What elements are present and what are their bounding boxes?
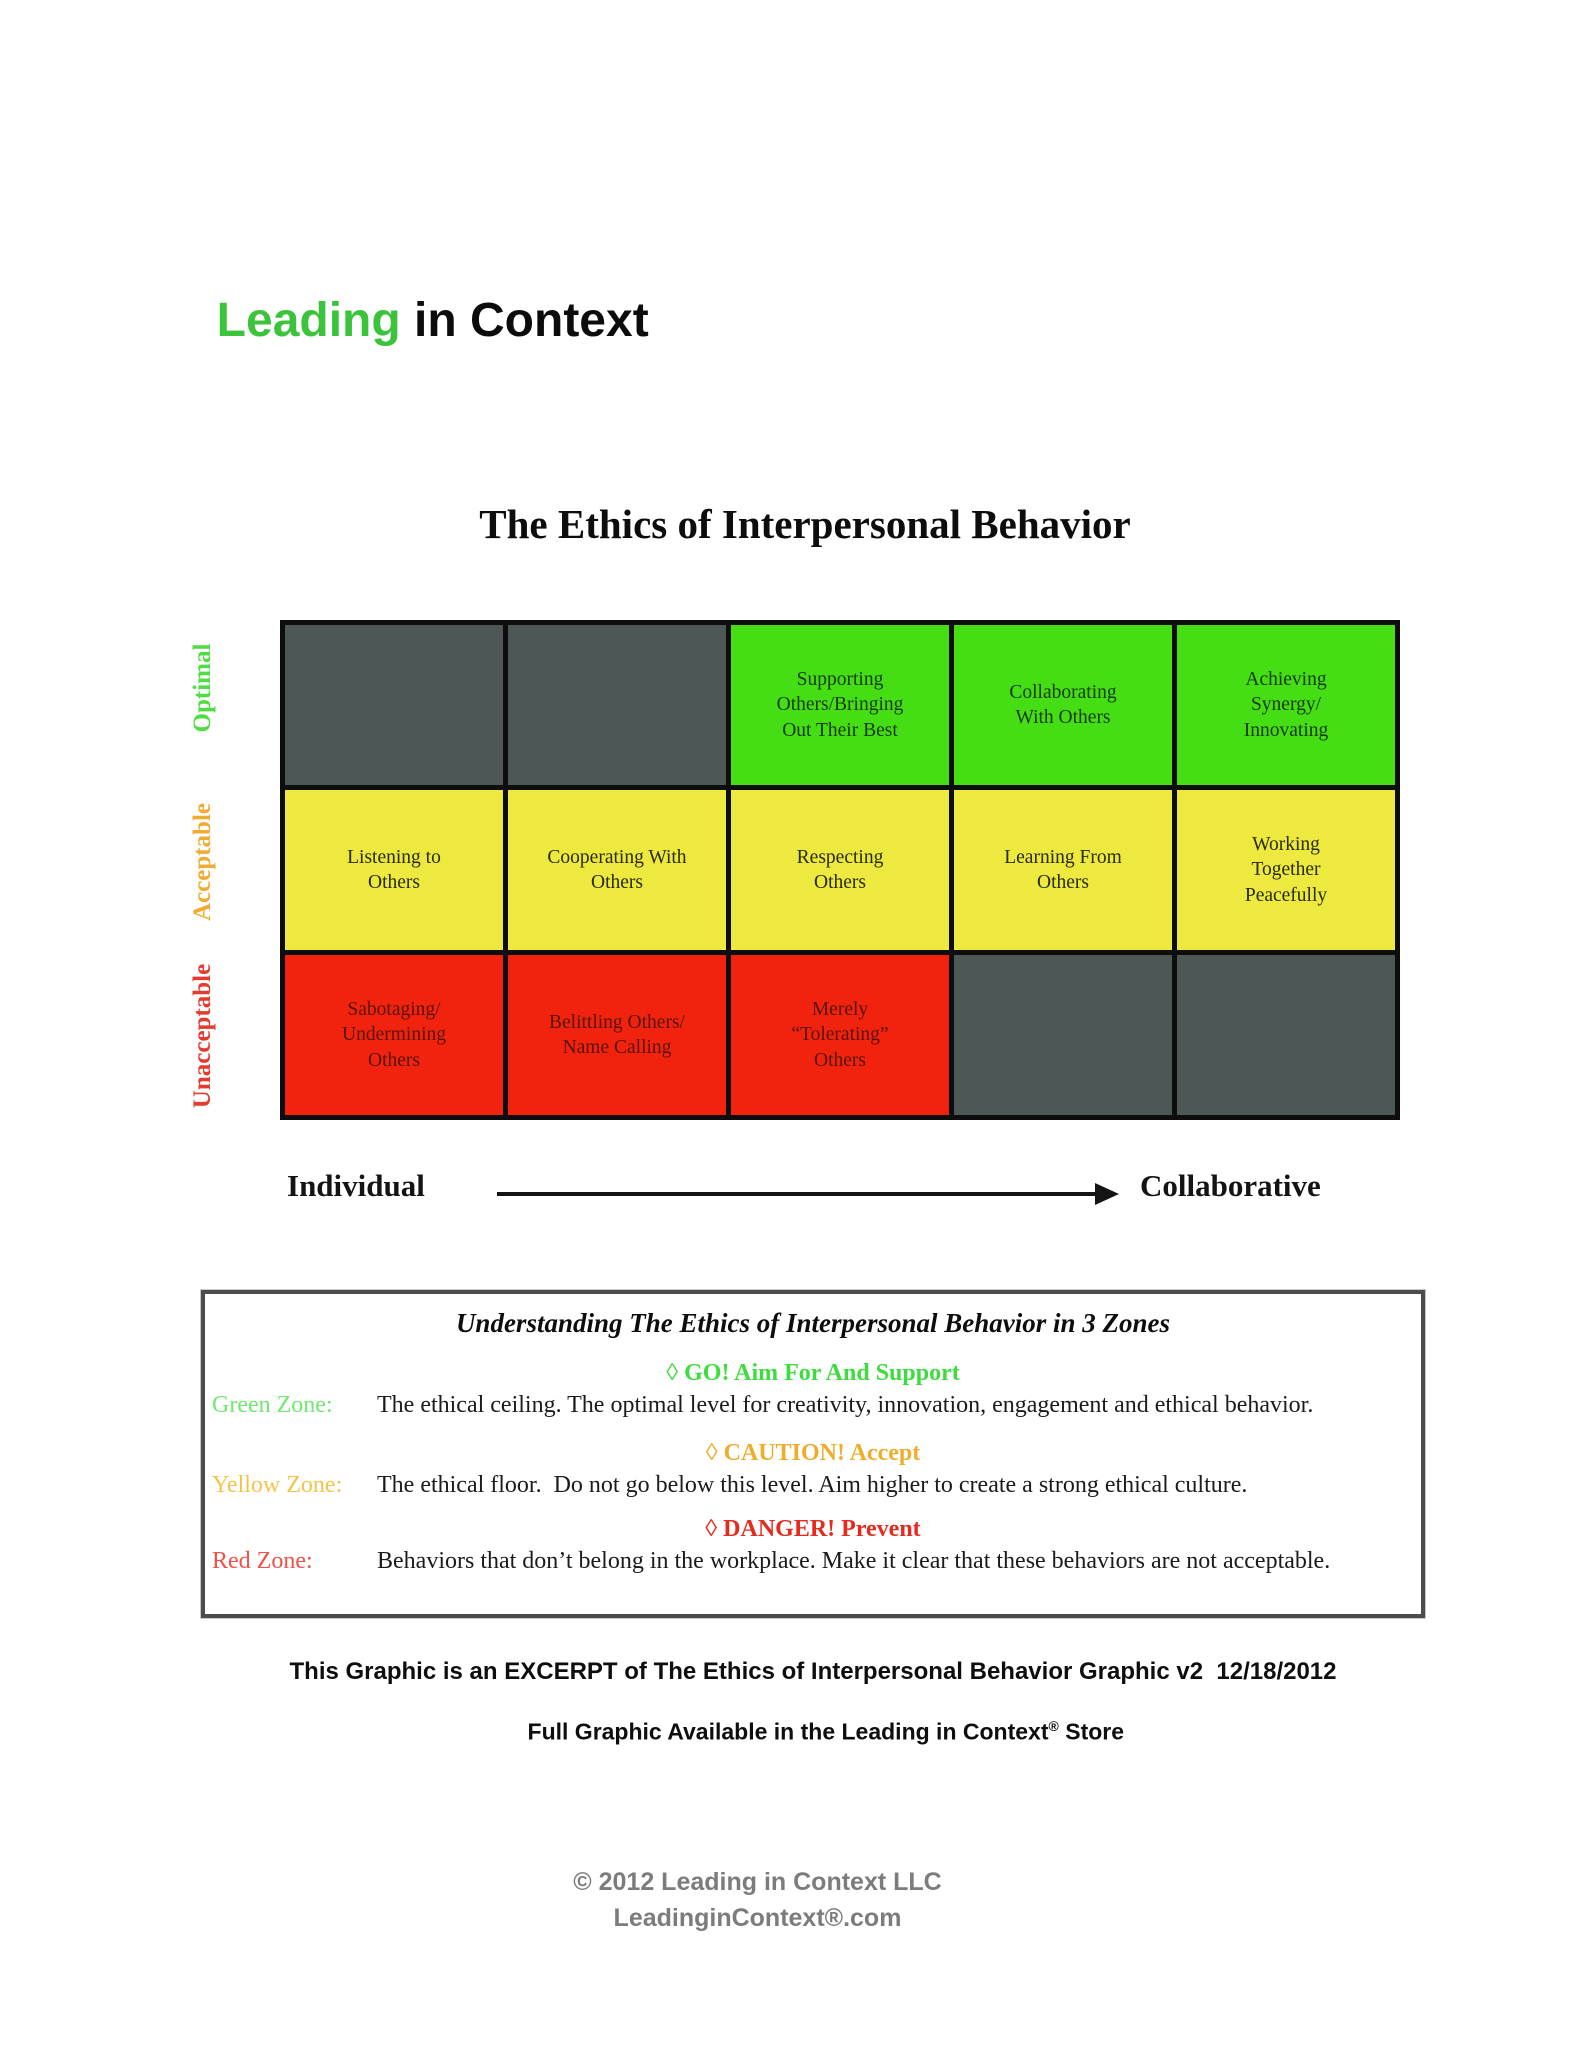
excerpt-line2-text: Full Graphic Available in the Leading in…	[527, 1718, 1049, 1745]
copyright-line2: LeadinginContext®.com	[613, 1904, 902, 1932]
excerpt-line2-store: Store	[1058, 1718, 1125, 1745]
legend-row-red-zone: Red Zone: Behaviors that don’t belong in…	[205, 1548, 1421, 1575]
zones-legend-box: Understanding The Ethics of Interpersona…	[201, 1290, 1425, 1618]
grid-cell-empty	[508, 625, 726, 785]
legend-row-yellow-zone: Yellow Zone: The ethical floor. Do not g…	[205, 1472, 1421, 1499]
excerpt-line1: This Graphic is an EXCERPT of The Ethics…	[289, 1658, 1337, 1685]
legend-title: Understanding The Ethics of Interpersona…	[455, 1308, 1171, 1338]
yellow-zone-label: Yellow Zone:	[212, 1472, 343, 1498]
grid-cell-empty	[1177, 955, 1395, 1115]
y-axis-label-acceptable: Acceptable	[189, 802, 216, 922]
grid-cell-collaborating: Collaborating With Others	[954, 625, 1172, 785]
grid-cell-cooperating: Cooperating With Others	[508, 790, 726, 950]
y-axis-label-optimal: Optimal	[189, 643, 216, 733]
legend-heading-go: ◊ GO! Aim For And Support	[666, 1360, 960, 1386]
registered-mark: ®	[1048, 1718, 1059, 1734]
grid-cell-working-together: Working Together Peacefully	[1177, 790, 1395, 950]
legend-row-green-zone: Green Zone: The ethical ceiling. The opt…	[205, 1392, 1421, 1419]
logo-word-in-context: in Context	[400, 294, 649, 347]
grid-cell-achieving-synergy: Achieving Synergy/ Innovating	[1177, 625, 1395, 785]
copyright: © 2012 Leading in Context LLC LeadinginC…	[0, 1868, 1515, 1933]
axis-arrow-line	[497, 1192, 1097, 1196]
grid-cell-merely-tolerating: Merely “Tolerating” Others	[731, 955, 949, 1115]
logo-word-leading: Leading	[216, 294, 401, 347]
red-zone-description: Behaviors that don’t belong in the workp…	[377, 1548, 1331, 1574]
copyright-line1: © 2012 Leading in Context LLC	[573, 1868, 942, 1896]
yellow-zone-description: The ethical floor. Do not go below this …	[377, 1472, 1248, 1498]
grid-cell-empty	[954, 955, 1172, 1115]
grid-cell-empty	[285, 625, 503, 785]
excerpt-footer: This Graphic is an EXCERPT of The Ethics…	[200, 1658, 1426, 1773]
x-axis-label-collaborative: Collaborative	[1140, 1168, 1321, 1203]
grid-cell-sabotaging: Sabotaging/ Undermining Others	[285, 955, 503, 1115]
grid-cell-learning: Learning From Others	[954, 790, 1172, 950]
grid-cell-respecting: Respecting Others	[731, 790, 949, 950]
grid-cell-belittling: Belittling Others/ Name Calling	[508, 955, 726, 1115]
legend-heading-caution: ◊ CAUTION! Accept	[705, 1440, 921, 1466]
y-axis-label-unacceptable: Unacceptable	[189, 963, 216, 1109]
behavior-matrix: Supporting Others/Bringing Out Their Bes…	[280, 620, 1400, 1120]
grid-cell-supporting-others: Supporting Others/Bringing Out Their Bes…	[731, 625, 949, 785]
excerpt-line2: Full Graphic Available in the Leading in…	[200, 1691, 1426, 1773]
page-title: The Ethics of Interpersonal Behavior	[479, 501, 1131, 547]
axis-arrow-head-icon	[1095, 1183, 1119, 1205]
grid-cell-listening: Listening to Others	[285, 790, 503, 950]
x-axis-label-individual: Individual	[287, 1168, 425, 1203]
red-zone-label: Red Zone:	[212, 1548, 313, 1574]
green-zone-label: Green Zone:	[212, 1392, 333, 1418]
legend-heading-danger: ◊ DANGER! Prevent	[705, 1516, 921, 1542]
green-zone-description: The ethical ceiling. The optimal level f…	[377, 1392, 1314, 1418]
logo: Leading in Context	[190, 238, 649, 348]
